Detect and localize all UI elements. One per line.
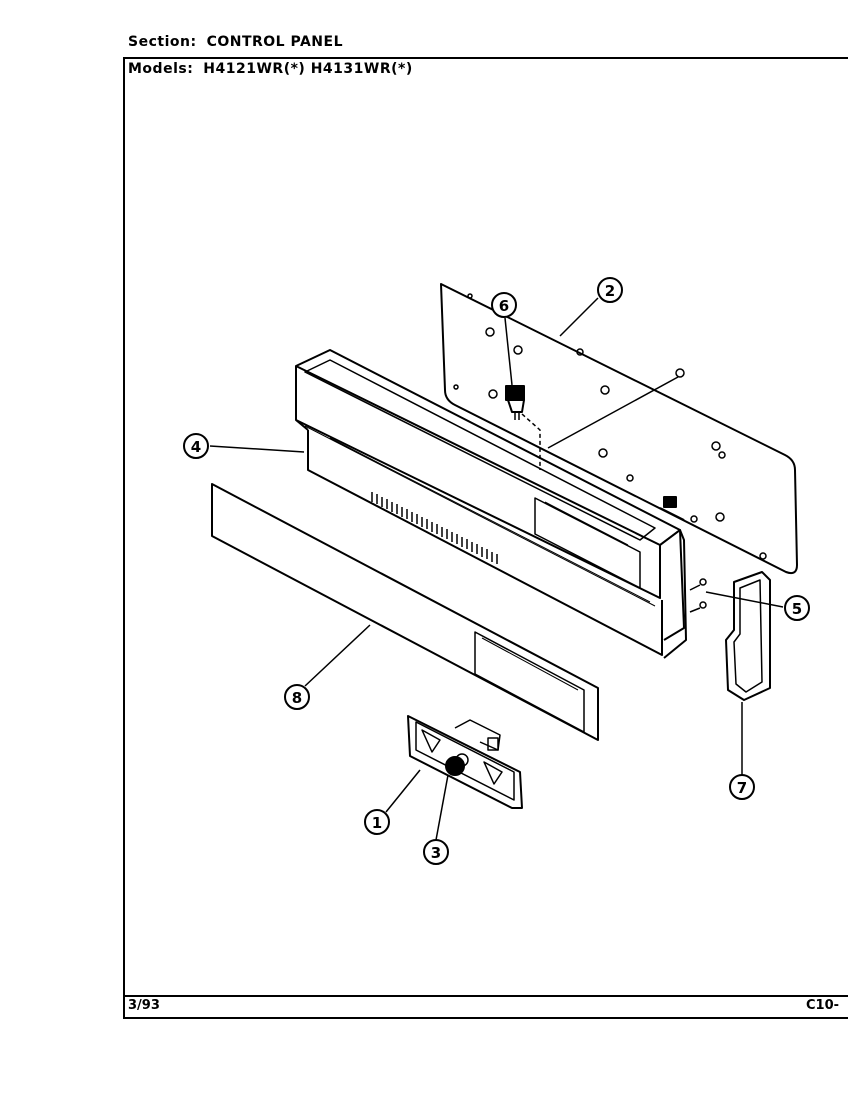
callout-4-circle (183, 433, 209, 459)
models-label: Models: (128, 61, 194, 77)
footer-date: 3/93 (128, 998, 160, 1013)
callout-2-circle (597, 277, 623, 303)
callout-7: 7 (737, 779, 747, 797)
models-value: H4121WR(*) H4131WR(*) (203, 61, 413, 77)
callout-6: 6 (499, 297, 509, 315)
callout-8-circle (284, 684, 310, 710)
section-value: CONTROL PANEL (206, 34, 343, 50)
control-knob (445, 753, 469, 776)
back-mounting-plate (440, 283, 798, 575)
callout-8: 8 (292, 689, 302, 707)
callout-3: 3 (431, 844, 441, 862)
models-header: Models: H4121WR(*) H4131WR(*) (128, 61, 413, 77)
callout-1-circle (364, 809, 390, 835)
section-header: Section: CONTROL PANEL (128, 34, 343, 50)
footer-divider (123, 995, 848, 997)
front-overlay-panel (211, 483, 599, 741)
leader-lines (209, 297, 784, 841)
callout-7-circle (729, 774, 755, 800)
callout-4: 4 (191, 438, 201, 456)
callout-5-circle (784, 595, 810, 621)
diagram-frame (123, 57, 848, 1019)
callout-6-circle (491, 292, 517, 318)
callout-2: 2 (605, 282, 615, 300)
section-label: Section: (128, 34, 197, 50)
callout-5: 5 (792, 600, 802, 618)
plate-screw (547, 368, 685, 449)
control-board (407, 715, 523, 809)
vent-slots (371, 492, 498, 564)
end-screws (689, 578, 707, 613)
callout-3-circle (423, 839, 449, 865)
rocker-switch (505, 385, 541, 470)
footer-page-code: C10- (806, 998, 840, 1013)
callout-1: 1 (372, 814, 382, 832)
end-cap-trim (725, 571, 771, 701)
control-panel-housing (295, 349, 687, 659)
